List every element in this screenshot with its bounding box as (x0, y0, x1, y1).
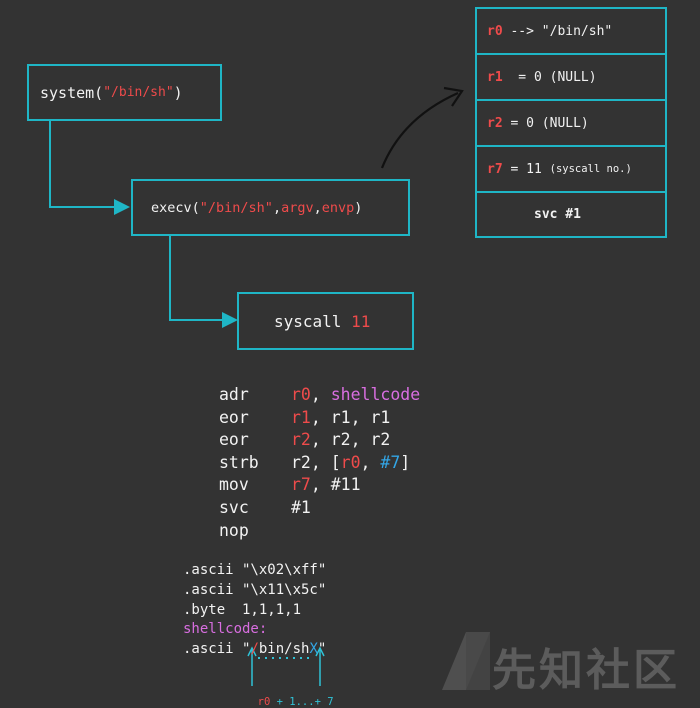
syscall-number: 11 (351, 311, 371, 331)
register-r7-row: r7 = 11 (syscall no.) (475, 145, 667, 193)
system-call-box: system("/bin/sh") (27, 64, 222, 121)
system-close: ) (173, 83, 183, 102)
register-value: = 0 (NULL) (502, 69, 597, 85)
curved-arrow-head (443, 86, 464, 107)
offset-annotation: r0 + 1...+ 7 (257, 696, 334, 708)
data-line: .ascii "\x02\xff" (183, 562, 327, 578)
execv-arg-argv: argv (281, 199, 314, 216)
register-name: r0 (487, 23, 503, 39)
connector-system-to-execv (49, 120, 130, 215)
register-name: r2 (487, 115, 503, 131)
register-r2-row: r2 = 0 (NULL) (475, 99, 667, 147)
data-line: .byte 1,1,1,1 (183, 601, 302, 618)
register-r0-row: r0 --> "/bin/sh" (475, 7, 667, 55)
register-value: --> "/bin/sh" (502, 23, 613, 39)
data-section: .ascii "\x02\xff" .ascii "\x11\x5c" .byte … (183, 561, 326, 660)
watermark-logo-icon (442, 632, 490, 690)
execv-fn: execv( (151, 199, 200, 216)
system-fn: system( (40, 83, 104, 102)
register-value: = 11 (502, 161, 550, 177)
data-line-ascii: .ascii "/bin/shX" (183, 641, 327, 658)
curved-arrow-to-registers (380, 91, 459, 169)
register-name: r7 (487, 161, 503, 177)
execv-arg-path: "/bin/sh" (199, 199, 273, 216)
shellcode-label: shellcode: (183, 621, 268, 638)
watermark-text: 先知社区 (492, 645, 680, 696)
execv-arg-envp: envp (321, 199, 355, 216)
register-note: (syscall no.) (549, 163, 632, 175)
syscall-label: syscall (274, 311, 352, 331)
connector-execv-to-syscall (169, 236, 238, 328)
register-svc-row: svc #1 (475, 191, 667, 238)
execv-call-box: execv("/bin/sh", argv, envp) (131, 179, 410, 236)
system-arg: "/bin/sh" (103, 85, 174, 100)
code-line: svc#1 (219, 497, 311, 517)
data-line: .ascii "\x11\x5c" (183, 581, 327, 598)
watermark: 先知社区 (436, 626, 698, 700)
svc-instruction: svc #1 (534, 207, 581, 222)
register-value: = 0 (NULL) (502, 115, 589, 131)
syscall-box: syscall 11 (237, 292, 414, 350)
code-line: nop (219, 520, 249, 540)
register-r1-row: r1 = 0 (NULL) (475, 53, 667, 101)
register-name: r1 (487, 69, 503, 85)
